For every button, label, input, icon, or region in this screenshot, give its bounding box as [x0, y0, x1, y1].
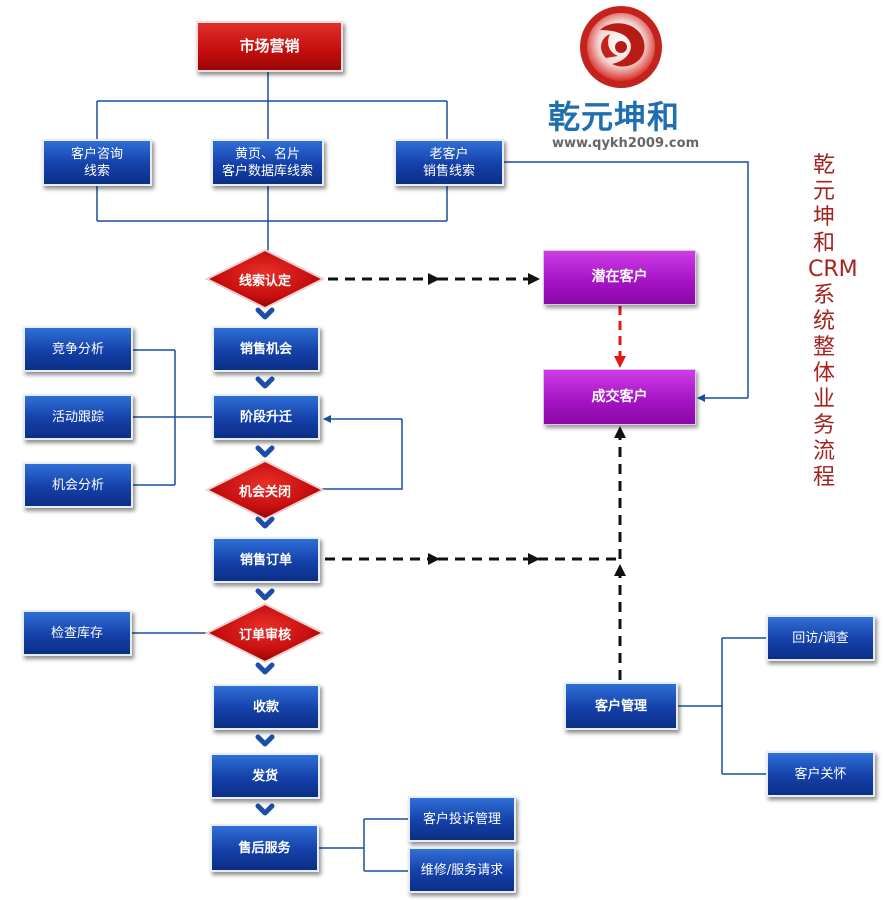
customer-mgmt-node[interactable]: 客户管理	[564, 682, 678, 730]
competition-node[interactable]: 竞争分析	[23, 326, 133, 372]
diamond-order-review	[204, 602, 326, 664]
opp-analysis-node[interactable]: 机会分析	[23, 462, 133, 508]
payment-node[interactable]: 收款	[212, 684, 320, 730]
after-sales-node[interactable]: 售后服务	[210, 824, 319, 872]
flow-chevrons	[255, 307, 275, 816]
repair-node[interactable]: 维修/服务请求	[408, 847, 516, 893]
deal-customer-node[interactable]: 成交客户	[543, 369, 696, 425]
order-review-label[interactable]: 订单审核	[238, 627, 291, 643]
potential-customer-node[interactable]: 潜在客户	[543, 250, 696, 305]
consult-lead-line1: 客户咨询	[70, 146, 123, 162]
order-node[interactable]: 销售订单	[212, 537, 320, 583]
logo-icon	[580, 6, 662, 88]
opp-close-label[interactable]: 机会关闭	[238, 484, 291, 500]
opportunity-node[interactable]: 销售机会	[212, 326, 320, 372]
stage-node[interactable]: 阶段升迁	[212, 394, 320, 440]
dashed-connectors	[325, 273, 626, 680]
shipping-node[interactable]: 发货	[210, 753, 320, 799]
revisit-node[interactable]: 回访/调查	[766, 615, 875, 661]
brand-name: 乾元坤和	[548, 98, 681, 136]
yellow-pages-node[interactable]: 黄页、名片 客户数据库线索	[211, 139, 324, 186]
blue-connectors	[96, 72, 766, 872]
diamond-lead-confirm	[204, 248, 326, 310]
activity-node[interactable]: 活动跟踪	[23, 394, 133, 440]
market-node[interactable]: 市场营销	[196, 21, 343, 72]
consult-lead-node[interactable]: 客户咨询 线索	[42, 139, 152, 186]
care-node[interactable]: 客户关怀	[766, 751, 875, 797]
lead-confirm-label[interactable]: 线索认定	[238, 273, 291, 289]
yellow-pages-line1: 黄页、名片	[234, 146, 300, 162]
inventory-node[interactable]: 检查库存	[22, 610, 132, 656]
old-customer-line1: 老客户	[429, 146, 469, 162]
diagram-title: 乾元坤和CRM系统整体业务流程	[808, 153, 858, 490]
diamond-opp-close	[204, 459, 326, 521]
old-customer-node[interactable]: 老客户 销售线索	[394, 139, 504, 186]
brand-url: www.qykh2009.com	[552, 136, 700, 151]
yellow-pages-line2: 客户数据库线索	[221, 163, 313, 179]
complaint-node[interactable]: 客户投诉管理	[408, 796, 516, 842]
old-customer-line2: 销售线索	[422, 163, 475, 179]
consult-lead-line2: 线索	[83, 163, 110, 179]
